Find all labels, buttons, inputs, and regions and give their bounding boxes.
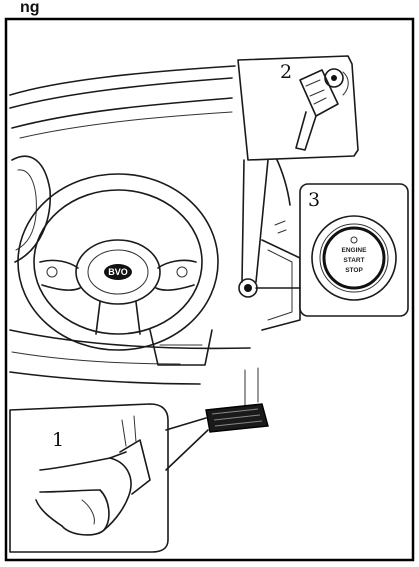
dash-start-button-location [239, 279, 257, 297]
start-button-line3: STOP [345, 267, 363, 274]
heading-text: ng [20, 0, 40, 16]
callout-3-number: 3 [308, 189, 320, 211]
start-button-line2: START [343, 257, 364, 264]
callout-1-number: 1 [52, 429, 64, 451]
callout-1-box: 1 [10, 404, 208, 552]
brake-pedal [206, 404, 268, 432]
start-button-line1: ENGINE [342, 247, 368, 254]
callout-3-box: ENGINE START STOP 3 [256, 184, 408, 316]
steering-logo: BVO [108, 267, 128, 277]
steering-wheel: BVO [18, 174, 218, 350]
callout-2-number: 2 [280, 61, 292, 83]
